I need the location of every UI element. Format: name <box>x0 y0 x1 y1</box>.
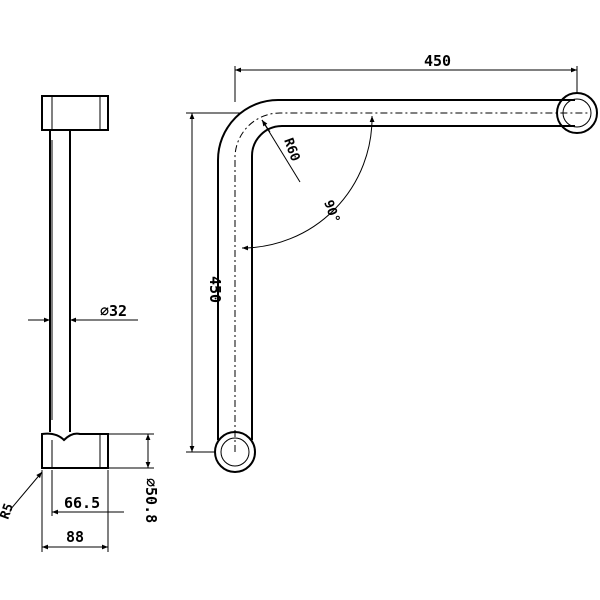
bar-shaft <box>49 130 71 432</box>
dim-label-flange-radius: R5 <box>0 502 17 522</box>
dim-bend-angle: 90° <box>241 115 375 251</box>
l-bar-centerline <box>234 112 590 452</box>
dim-label-vertical-length: 450 <box>206 276 224 303</box>
dim-radius-flange: R5 <box>0 471 43 522</box>
dim-flange-width: 88 <box>42 528 108 550</box>
dim-flange-diameter: ∅50.8 <box>108 433 160 523</box>
dim-diameter-bar: ∅32 <box>28 302 138 323</box>
dim-label-flange-diameter: ∅50.8 <box>142 478 160 523</box>
dim-label-bend-radius: R60 <box>280 136 302 163</box>
dim-label-flange-width: 88 <box>66 528 84 546</box>
dim-bend-radius: R60 <box>261 119 302 183</box>
side-view: ∅32 R5 66.5 88 ∅50.8 <box>0 95 160 552</box>
top-flange <box>41 95 109 131</box>
l-bar-inner-edge <box>251 125 575 440</box>
l-bar-outer-edge <box>217 99 575 440</box>
dim-label-bend-angle: 90° <box>320 198 342 225</box>
dim-label-flange-inner: 66.5 <box>64 494 100 512</box>
dim-label-horizontal-length: 450 <box>424 52 451 70</box>
dim-horizontal-length: 450 <box>234 52 578 102</box>
dim-vertical-length: 450 <box>186 112 240 453</box>
dim-label-bar-diameter: ∅32 <box>100 302 127 320</box>
dim-flange-inner-width: 66.5 <box>41 470 124 552</box>
front-view: R60 90° 450 450 <box>186 52 598 473</box>
bottom-flange <box>41 432 109 469</box>
